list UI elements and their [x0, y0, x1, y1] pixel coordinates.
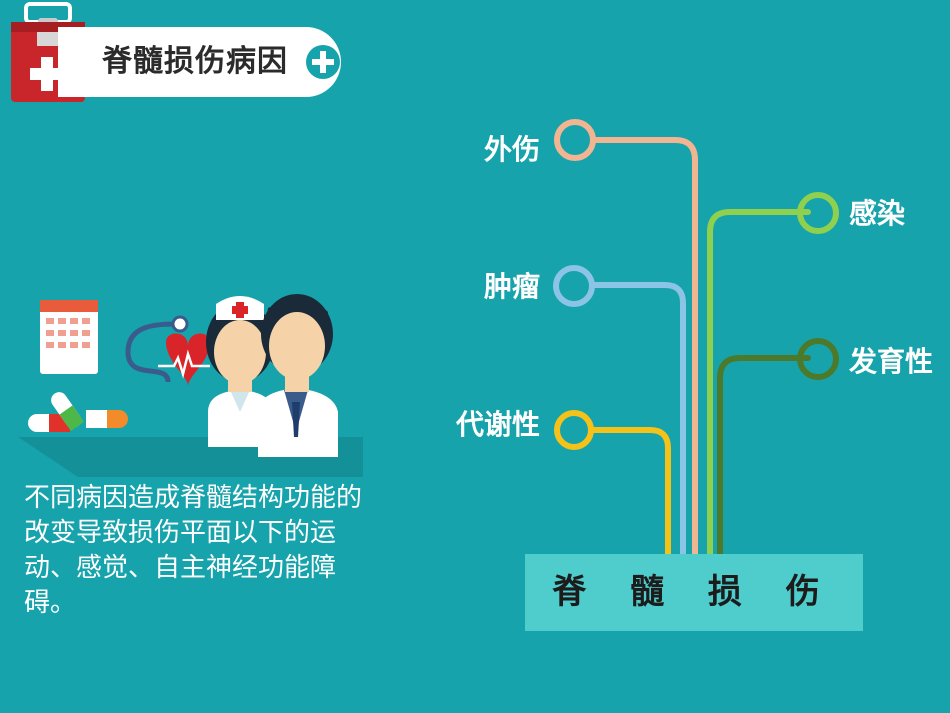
pill-icon: [28, 392, 128, 432]
cause-description: 不同病因造成脊髓结构功能的改变导致损伤平面以下的运动、感觉、自主神经功能障碍。: [24, 483, 363, 618]
node-ring-metabolic: [554, 410, 594, 450]
heart-icon: [166, 333, 210, 386]
page-title: 脊髓损伤病因: [102, 44, 288, 79]
cause-label-infection: 感染: [849, 197, 906, 230]
branch-tumor: [590, 282, 686, 559]
header-banner: [58, 27, 341, 97]
branch-developmental: [717, 355, 811, 559]
root-label: 脊 髓 损 伤: [552, 572, 836, 612]
calendar-icon: [40, 300, 98, 374]
node-ring-infection: [797, 192, 839, 234]
cause-label-metabolic: 代谢性: [456, 408, 541, 441]
node-ring-developmental: [797, 338, 839, 380]
cause-label-developmental: 发育性: [849, 345, 934, 378]
doctor-icon: [258, 294, 338, 457]
nurse-icon: [206, 296, 274, 447]
branch-infection: [707, 209, 811, 559]
medical-staff-illustration: [18, 294, 363, 477]
node-ring-tumor: [553, 265, 595, 307]
branch-metabolic: [588, 427, 671, 559]
cause-label-trauma: 外伤: [484, 133, 541, 166]
cause-label-tumor: 肿瘤: [484, 270, 541, 303]
plus-icon: [306, 45, 340, 79]
node-ring-trauma: [554, 119, 596, 161]
root-box: [525, 554, 863, 631]
branch-trauma: [593, 137, 698, 559]
